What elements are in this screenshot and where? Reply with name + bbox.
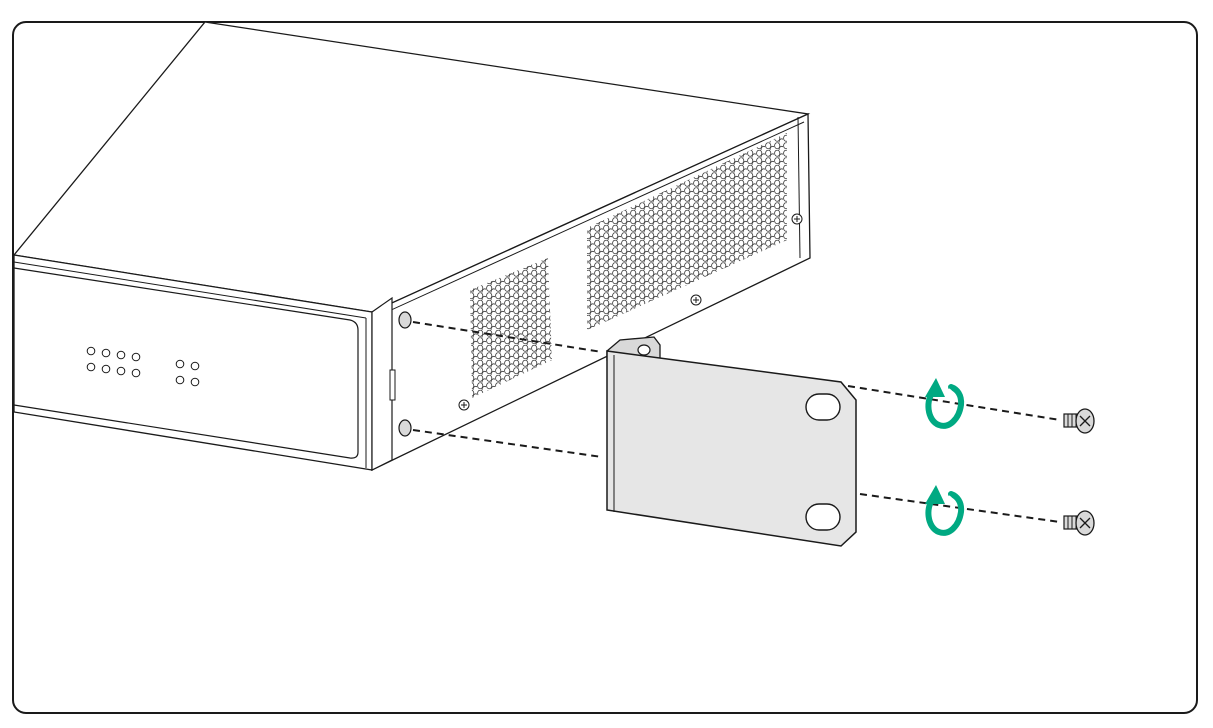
- side-screw-head-1: [791, 213, 803, 225]
- side-screw-head-2: [690, 294, 702, 306]
- bracket-slot-lower: [805, 503, 841, 531]
- side-screw-head-3: [458, 399, 470, 411]
- guide-line-upper-left: [412, 321, 603, 353]
- mounting-screw-upper-icon: [1063, 408, 1095, 434]
- bracket-plate: [606, 350, 857, 547]
- chassis-mounting-ear: [371, 296, 393, 471]
- rack-mount-bracket: [606, 336, 857, 547]
- figure-frame: [12, 21, 1198, 714]
- switch-chassis: [12, 21, 811, 472]
- guide-line-lower-left: [412, 429, 603, 458]
- front-led-indicators: [86, 346, 200, 387]
- chassis-mount-hole-lower: [398, 419, 412, 437]
- rotation-arrow-upper-icon: [925, 378, 965, 429]
- mounting-screw-lower-icon: [1063, 510, 1095, 536]
- rotation-arrow-lower-icon: [925, 485, 965, 536]
- front-bezel-outline: [13, 267, 359, 459]
- bracket-slot-upper: [805, 393, 841, 421]
- chassis-mount-hole-upper: [398, 311, 412, 329]
